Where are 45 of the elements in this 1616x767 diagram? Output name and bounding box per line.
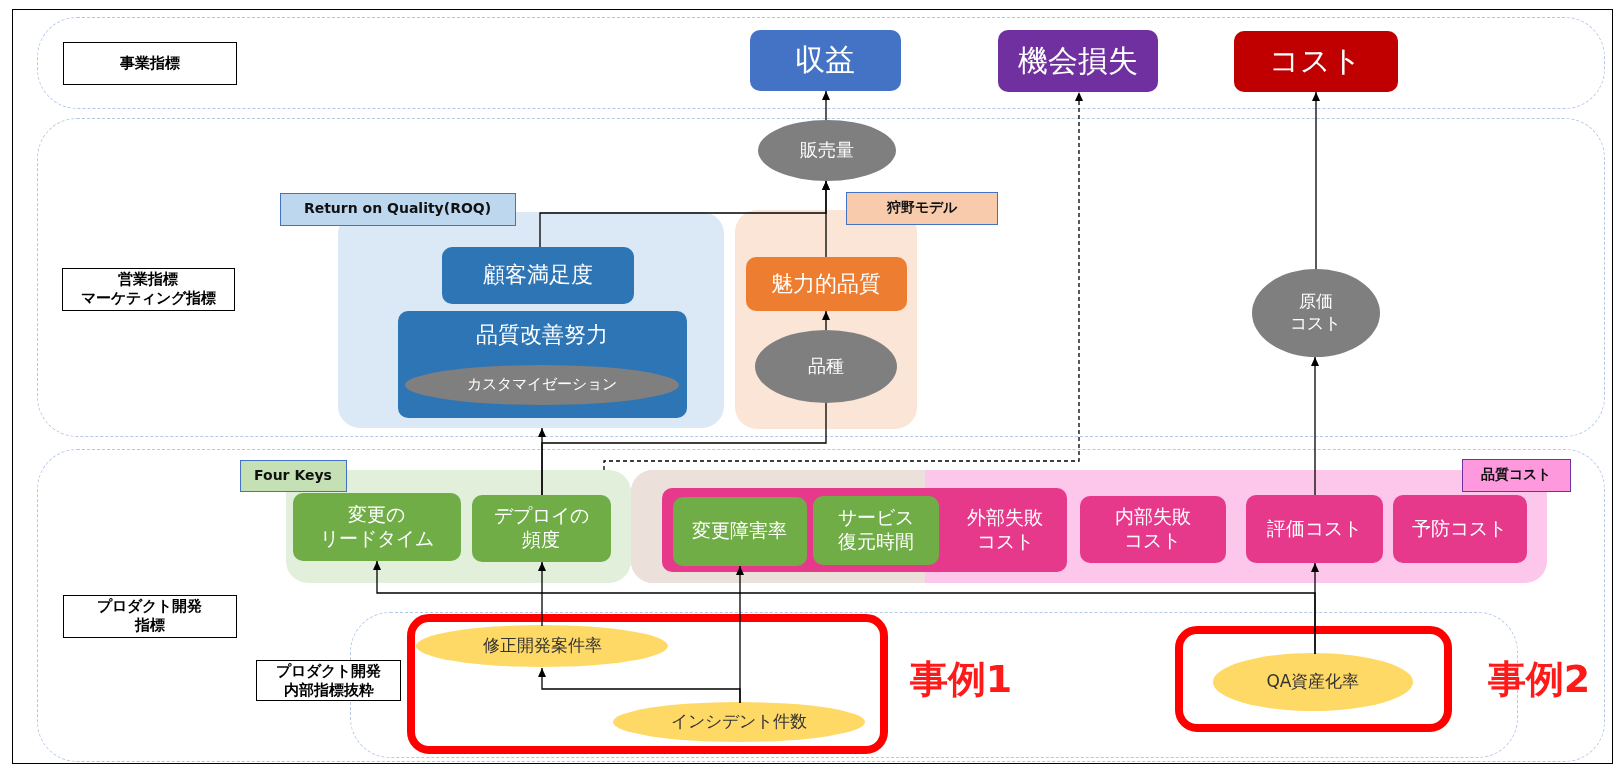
row-label: プロダクト開発指標: [62, 594, 237, 638]
panel-tab: Return on Quality(ROQ): [279, 192, 516, 226]
arrow: [822, 180, 830, 258]
metric-title: 品質改善努力: [475, 320, 609, 349]
row-band: [37, 449, 1605, 762]
metric-box: 魅力的品質: [745, 256, 907, 311]
metric-box: 変更障害率: [672, 496, 807, 566]
metric-box: 変更のリードタイム: [292, 492, 461, 561]
arrow: [538, 561, 546, 627]
row-label: プロダクト開発内部指標抜粋: [256, 660, 401, 701]
metric-box: サービス復元時間: [812, 495, 939, 565]
arrow: [373, 560, 1316, 655]
arrow: [822, 90, 830, 121]
row-band: [37, 17, 1605, 109]
row-band: [37, 118, 1605, 437]
metric-box: [661, 487, 1067, 572]
metric-box: コスト: [1233, 30, 1398, 92]
arrow: [603, 91, 1083, 471]
metric-ellipse: 原価コスト: [1251, 268, 1380, 357]
metric-ellipse: 修正開発案件率: [416, 625, 668, 667]
panel-tab: Four Keys: [239, 459, 347, 492]
metric-box: 内部失敗コスト: [1079, 495, 1226, 563]
case-label: 事例1: [908, 656, 1014, 704]
metric-ellipse: インシデント件数: [613, 702, 865, 742]
case-label: 事例2: [1486, 656, 1592, 704]
metric-box: 顧客満足度: [441, 246, 634, 304]
metric-box: デプロイの頻度: [471, 494, 611, 562]
arrow: [822, 310, 830, 331]
metric-box: [397, 310, 687, 418]
arrow: [1312, 91, 1320, 270]
metric-ellipse: QA資産化率: [1213, 653, 1413, 711]
panel-tab: 品質コスト: [1461, 458, 1571, 492]
arrow: [1311, 356, 1319, 496]
metric-box: 機会損失: [997, 29, 1158, 92]
metric-ellipse: 販売量: [757, 119, 896, 181]
metric-box: 収益: [749, 29, 901, 91]
metric-title: 外部失敗コスト: [966, 504, 1044, 554]
metric-ellipse: 品種: [754, 329, 897, 403]
row-label: 事業指標: [62, 41, 237, 85]
metric-box: 評価コスト: [1245, 494, 1383, 563]
panel-tab: 狩野モデル: [845, 191, 998, 225]
metric-ellipse: カスタマイゼーション: [404, 364, 679, 405]
metric-box: 予防コスト: [1392, 494, 1527, 563]
arrow: [538, 667, 741, 704]
row-label: 営業指標マーケティング指標: [61, 267, 235, 311]
